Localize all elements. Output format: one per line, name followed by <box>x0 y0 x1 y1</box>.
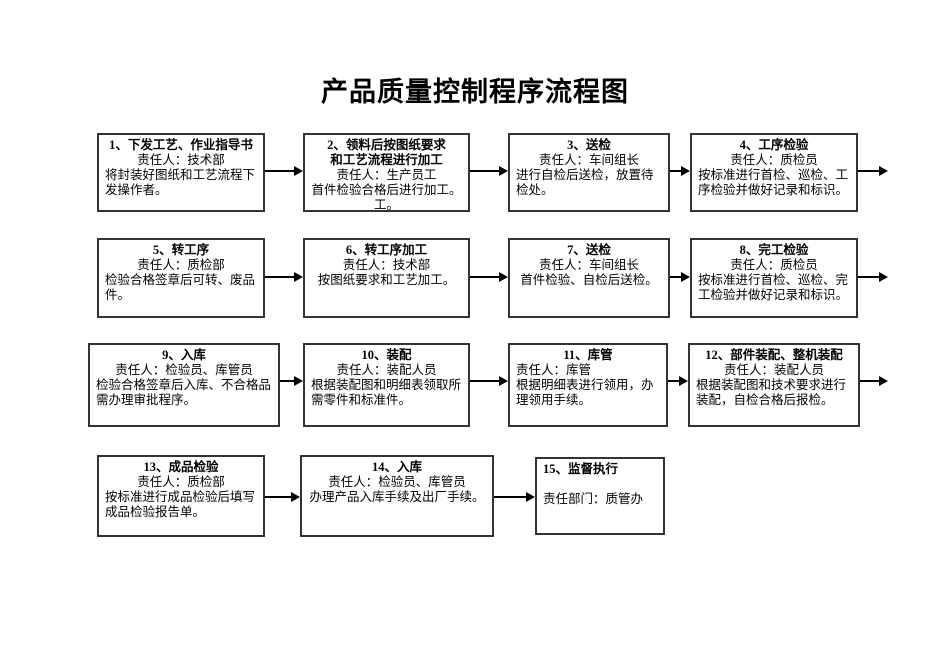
flow-arrow-13-14 <box>265 492 300 501</box>
box-title: 10、装配 <box>361 348 412 362</box>
box-responsible: 责任人：装配人员 <box>336 363 437 377</box>
box-responsible: 责任人：车间组长 <box>538 153 639 167</box>
flow-box-13: 13、成品检验 责任人：质检部 按标准进行成品检验后填写成品检验报告单。 <box>97 455 265 537</box>
flow-arrow-8-out <box>858 272 888 281</box>
box-responsible: 责任人：质检部 <box>137 475 225 489</box>
flow-arrow-11-12 <box>668 376 688 385</box>
flow-arrow-12-out <box>860 376 888 385</box>
box-description: 按标准进行首检、巡检、工序检验并做好记录和标识。 <box>698 168 849 197</box>
flow-arrow-1-2 <box>265 166 303 175</box>
flow-arrow-14-15 <box>494 492 535 501</box>
flow-arrow-3-4 <box>670 166 690 175</box>
box-title: 5、转工序 <box>152 243 210 257</box>
box-title: 8、完工检验 <box>739 243 809 257</box>
flow-box-12: 12、部件装配、整机装配 责任人：装配人员 根据装配图和技术要求进行装配，自检合… <box>688 343 860 427</box>
flow-box-8: 8、完工检验 责任人：质检员 按标准进行首检、巡检、完工检验并做好记录和标识。 <box>690 238 858 318</box>
box-responsible: 责任人：质检员 <box>730 153 818 167</box>
flow-box-2: 2、领料后按图纸要求 和工艺流程进行加工 责任人：生产员工 首件检验合格后进行加… <box>303 133 470 212</box>
box-responsible: 责任人：生产员工 <box>336 168 437 182</box>
box-description: 办理产品入库手续及出厂手续。 <box>309 490 485 504</box>
flow-box-11: 11、库管 责任人：库管 根据明细表进行领用，办理领用手续。 <box>508 343 668 427</box>
box-description: 将封装好图纸和工艺流程下发操作者。 <box>105 168 256 197</box>
box-description: 首件检验、自检后送检。 <box>520 273 658 287</box>
box-responsible: 责任人：车间组长 <box>538 258 639 272</box>
box-responsible: 责任人：技术部 <box>137 153 225 167</box>
box-title: 3、送检 <box>567 138 611 152</box>
flow-arrow-6-7 <box>470 272 508 281</box>
flow-arrow-2-3 <box>470 166 508 175</box>
box-title: 11、库管 <box>563 348 613 362</box>
flow-box-10: 10、装配 责任人：装配人员 根据装配图和明细表领取所需零件和标准件。 <box>303 343 470 427</box>
box-description: 进行自检后送检，放置待检处。 <box>516 168 654 197</box>
box-title: 9、入库 <box>162 348 206 362</box>
box-responsible: 责任人：检验员、库管员 <box>115 363 253 377</box>
flow-box-14: 14、入库 责任人：检验员、库管员 办理产品入库手续及出厂手续。 <box>300 455 494 537</box>
box-title: 14、入库 <box>371 460 422 474</box>
box-description: 按图纸要求和工艺加工。 <box>317 273 456 287</box>
flow-arrow-9-10 <box>280 376 303 385</box>
box-responsible: 责任人：技术部 <box>342 258 431 272</box>
box-responsible: 责任人：质检部 <box>137 258 225 272</box>
box-description: 根据明细表进行领用，办理领用手续。 <box>516 378 654 407</box>
flow-box-9: 9、入库 责任人：检验员、库管员 检验合格签章后入库、不合格品需办理审批程序。 <box>88 343 280 427</box>
box-title: 7、送检 <box>567 243 611 257</box>
box-description: 根据装配图和技术要求进行装配，自检合格后报检。 <box>696 378 847 407</box>
box-title: 1、下发工艺、作业指导书 <box>109 138 253 152</box>
flow-box-6: 6、转工序加工 责任人：技术部 按图纸要求和工艺加工。 <box>303 238 470 318</box>
page-title: 产品质量控制程序流程图 <box>321 77 629 107</box>
flow-box-3: 3、送检 责任人：车间组长 进行自检后送检，放置待检处。 <box>508 133 670 212</box>
flow-arrow-7-8 <box>670 272 690 281</box>
box-title: 4、工序检验 <box>739 138 809 152</box>
flow-box-7: 7、送检 责任人：车间组长 首件检验、自检后送检。 <box>508 238 670 318</box>
box-title: 13、成品检验 <box>143 460 219 474</box>
box-description: 按标准进行成品检验后填写成品检验报告单。 <box>105 490 256 519</box>
box-description: 按标准进行首检、巡检、完工检验并做好记录和标识。 <box>698 273 849 302</box>
flow-box-4: 4、工序检验 责任人：质检员 按标准进行首检、巡检、工序检验并做好记录和标识。 <box>690 133 858 212</box>
box-title: 2、领料后按图纸要求 和工艺流程进行加工 <box>327 138 446 167</box>
flow-box-1: 1、下发工艺、作业指导书 责任人：技术部 将封装好图纸和工艺流程下发操作者。 <box>97 133 265 212</box>
flow-arrow-4-out <box>858 166 888 175</box>
box-description: 检验合格签章后可转、废品件。 <box>105 273 256 302</box>
box-responsible: 责任人：装配人员 <box>723 363 824 377</box>
box-responsible: 责任人：库管 <box>516 363 592 377</box>
box-title: 6、转工序加工 <box>345 243 428 257</box>
box-description: 根据装配图和明细表领取所需零件和标准件。 <box>311 378 462 407</box>
box-responsible: 责任人：质检员 <box>730 258 818 272</box>
box-description: 检验合格签章后入库、不合格品需办理审批程序。 <box>96 378 272 407</box>
box-responsible: 责任部门：质管办 <box>543 492 644 506</box>
flow-box-5: 5、转工序 责任人：质检部 检验合格签章后可转、废品件。 <box>97 238 265 318</box>
flow-arrow-10-11 <box>470 376 508 385</box>
box-title: 15、监督执行 <box>543 462 619 476</box>
flow-arrow-5-6 <box>265 272 303 281</box>
box-title: 12、部件装配、整机装配 <box>705 348 843 362</box>
box-description: 首件检验合格后进行加工。 工。 <box>311 183 462 212</box>
flow-box-15: 15、监督执行 责任部门：质管办 <box>535 457 665 535</box>
box-responsible: 责任人：检验员、库管员 <box>328 475 466 489</box>
